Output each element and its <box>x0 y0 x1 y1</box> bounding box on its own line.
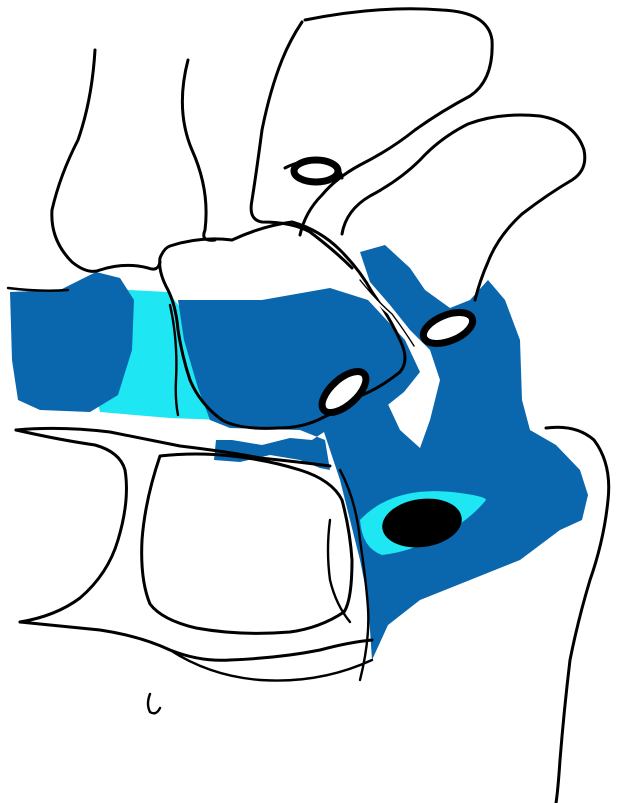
color-regions <box>10 245 588 660</box>
small-hook-mark <box>148 694 160 713</box>
lower-inner-bone-outline <box>142 454 352 633</box>
left-top-edge-line <box>8 288 68 291</box>
upper-middle-bone-outline <box>182 60 215 240</box>
upper-left-bone-outline <box>52 50 160 271</box>
upper-small-hole <box>294 160 338 182</box>
lower-left-bone-outline <box>16 430 126 622</box>
left-blue-block <box>10 272 134 412</box>
lower-bottom-curve <box>170 650 372 681</box>
upper-right-bone-outline <box>300 9 492 235</box>
